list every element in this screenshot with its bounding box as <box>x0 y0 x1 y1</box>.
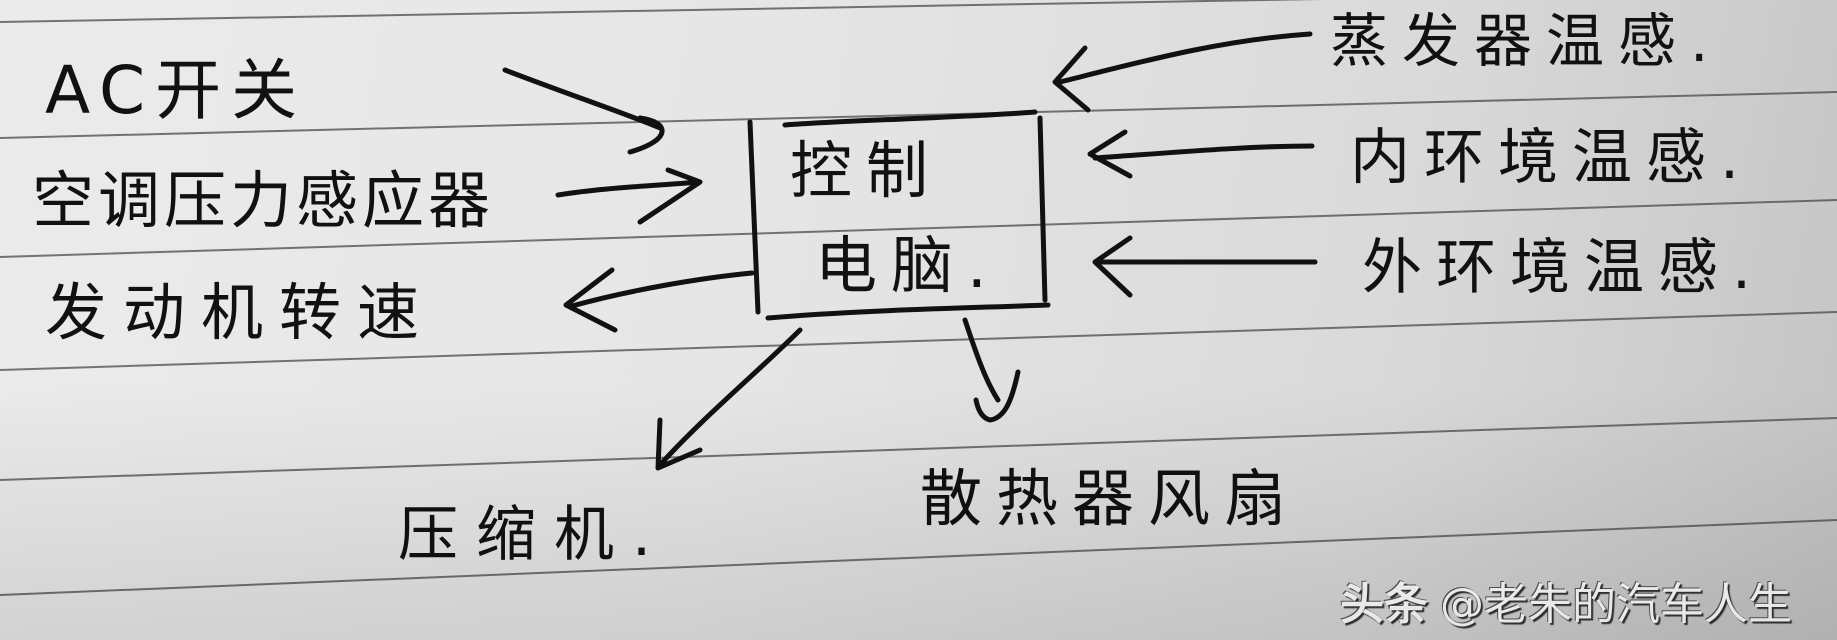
label-ac-pressure-sensor: 空调压力感应器 <box>32 164 495 237</box>
control-unit-title-line1: 控制 <box>790 134 943 207</box>
arrow-ac-switch <box>502 67 665 155</box>
watermark-brand: 头条 <box>1340 579 1428 630</box>
label-compressor: 压缩机. <box>398 500 670 570</box>
watermark-handle: @老朱的汽车人生 <box>1440 579 1792 630</box>
label-engine-speed: 发动机转速 <box>45 276 436 349</box>
control-unit-title-line2: 电脑. <box>815 229 1001 302</box>
arrow-engine-speed <box>563 267 755 333</box>
label-interior-temp-sensor: 内环境温感. <box>1350 123 1754 193</box>
control-unit-box <box>747 109 1051 321</box>
arrow-interior <box>1087 129 1315 179</box>
watermark: 头条@老朱的汽车人生 <box>1340 568 1792 632</box>
label-exterior-temp-sensor: 外环境温感. <box>1362 233 1766 303</box>
label-radiator-fan: 散热器风扇 <box>920 462 1301 535</box>
label-ac-switch: AC开关 <box>45 52 308 129</box>
arrow-radiator-fan <box>962 317 1021 423</box>
arrow-evaporator <box>1052 31 1313 113</box>
arrow-pressure-sensor <box>555 167 703 225</box>
arrow-compressor <box>655 327 803 471</box>
arrow-exterior <box>1092 235 1318 298</box>
label-evaporator-temp-sensor: 蒸发器温感. <box>1330 7 1723 75</box>
